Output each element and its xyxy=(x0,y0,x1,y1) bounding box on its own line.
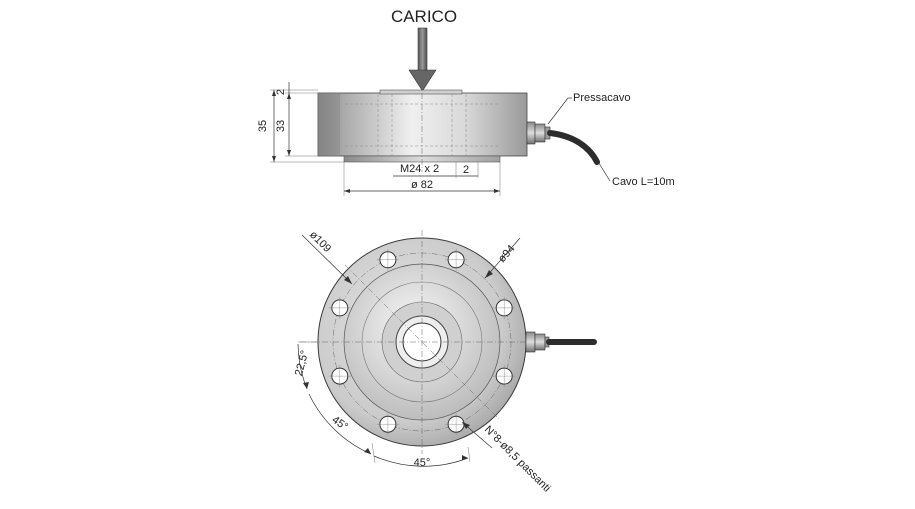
height-dimensions xyxy=(270,82,344,163)
side-view: CARICO Pressacavo Cavo L=10m xyxy=(257,7,675,196)
angle-step-a: 45° xyxy=(329,414,350,433)
base-dimensions xyxy=(343,162,501,196)
holes-note: N°8-ø8,5 passanti xyxy=(482,424,553,495)
cable-gland-label: Pressacavo xyxy=(573,92,630,104)
load-label: CARICO xyxy=(391,7,457,26)
cable-gland xyxy=(526,121,551,145)
angle-half: 22,5° xyxy=(293,349,311,377)
cable-label: Cavo L=10m xyxy=(612,176,675,188)
recess-depth: 2 xyxy=(463,164,469,176)
height-top: 2 xyxy=(275,89,287,95)
load-cell-body xyxy=(317,92,528,157)
angle-dimensions xyxy=(297,341,471,467)
load-arrow xyxy=(408,27,437,92)
angle-step-b: 45° xyxy=(414,457,431,469)
top-view: ø109 ø94 22,5° 45° 45° N°8-ø8,5 passanti xyxy=(293,229,597,495)
diameter-base: ø 82 xyxy=(411,179,433,191)
thread-label: M24 x 2 xyxy=(400,163,439,175)
outer-diameter: ø109 xyxy=(307,229,333,255)
height-total: 35 xyxy=(257,120,269,132)
cable xyxy=(547,130,600,165)
cable-gland-top xyxy=(525,331,550,353)
load-button xyxy=(379,89,463,95)
bolt-holes xyxy=(328,248,516,436)
height-body: 33 xyxy=(275,120,287,132)
